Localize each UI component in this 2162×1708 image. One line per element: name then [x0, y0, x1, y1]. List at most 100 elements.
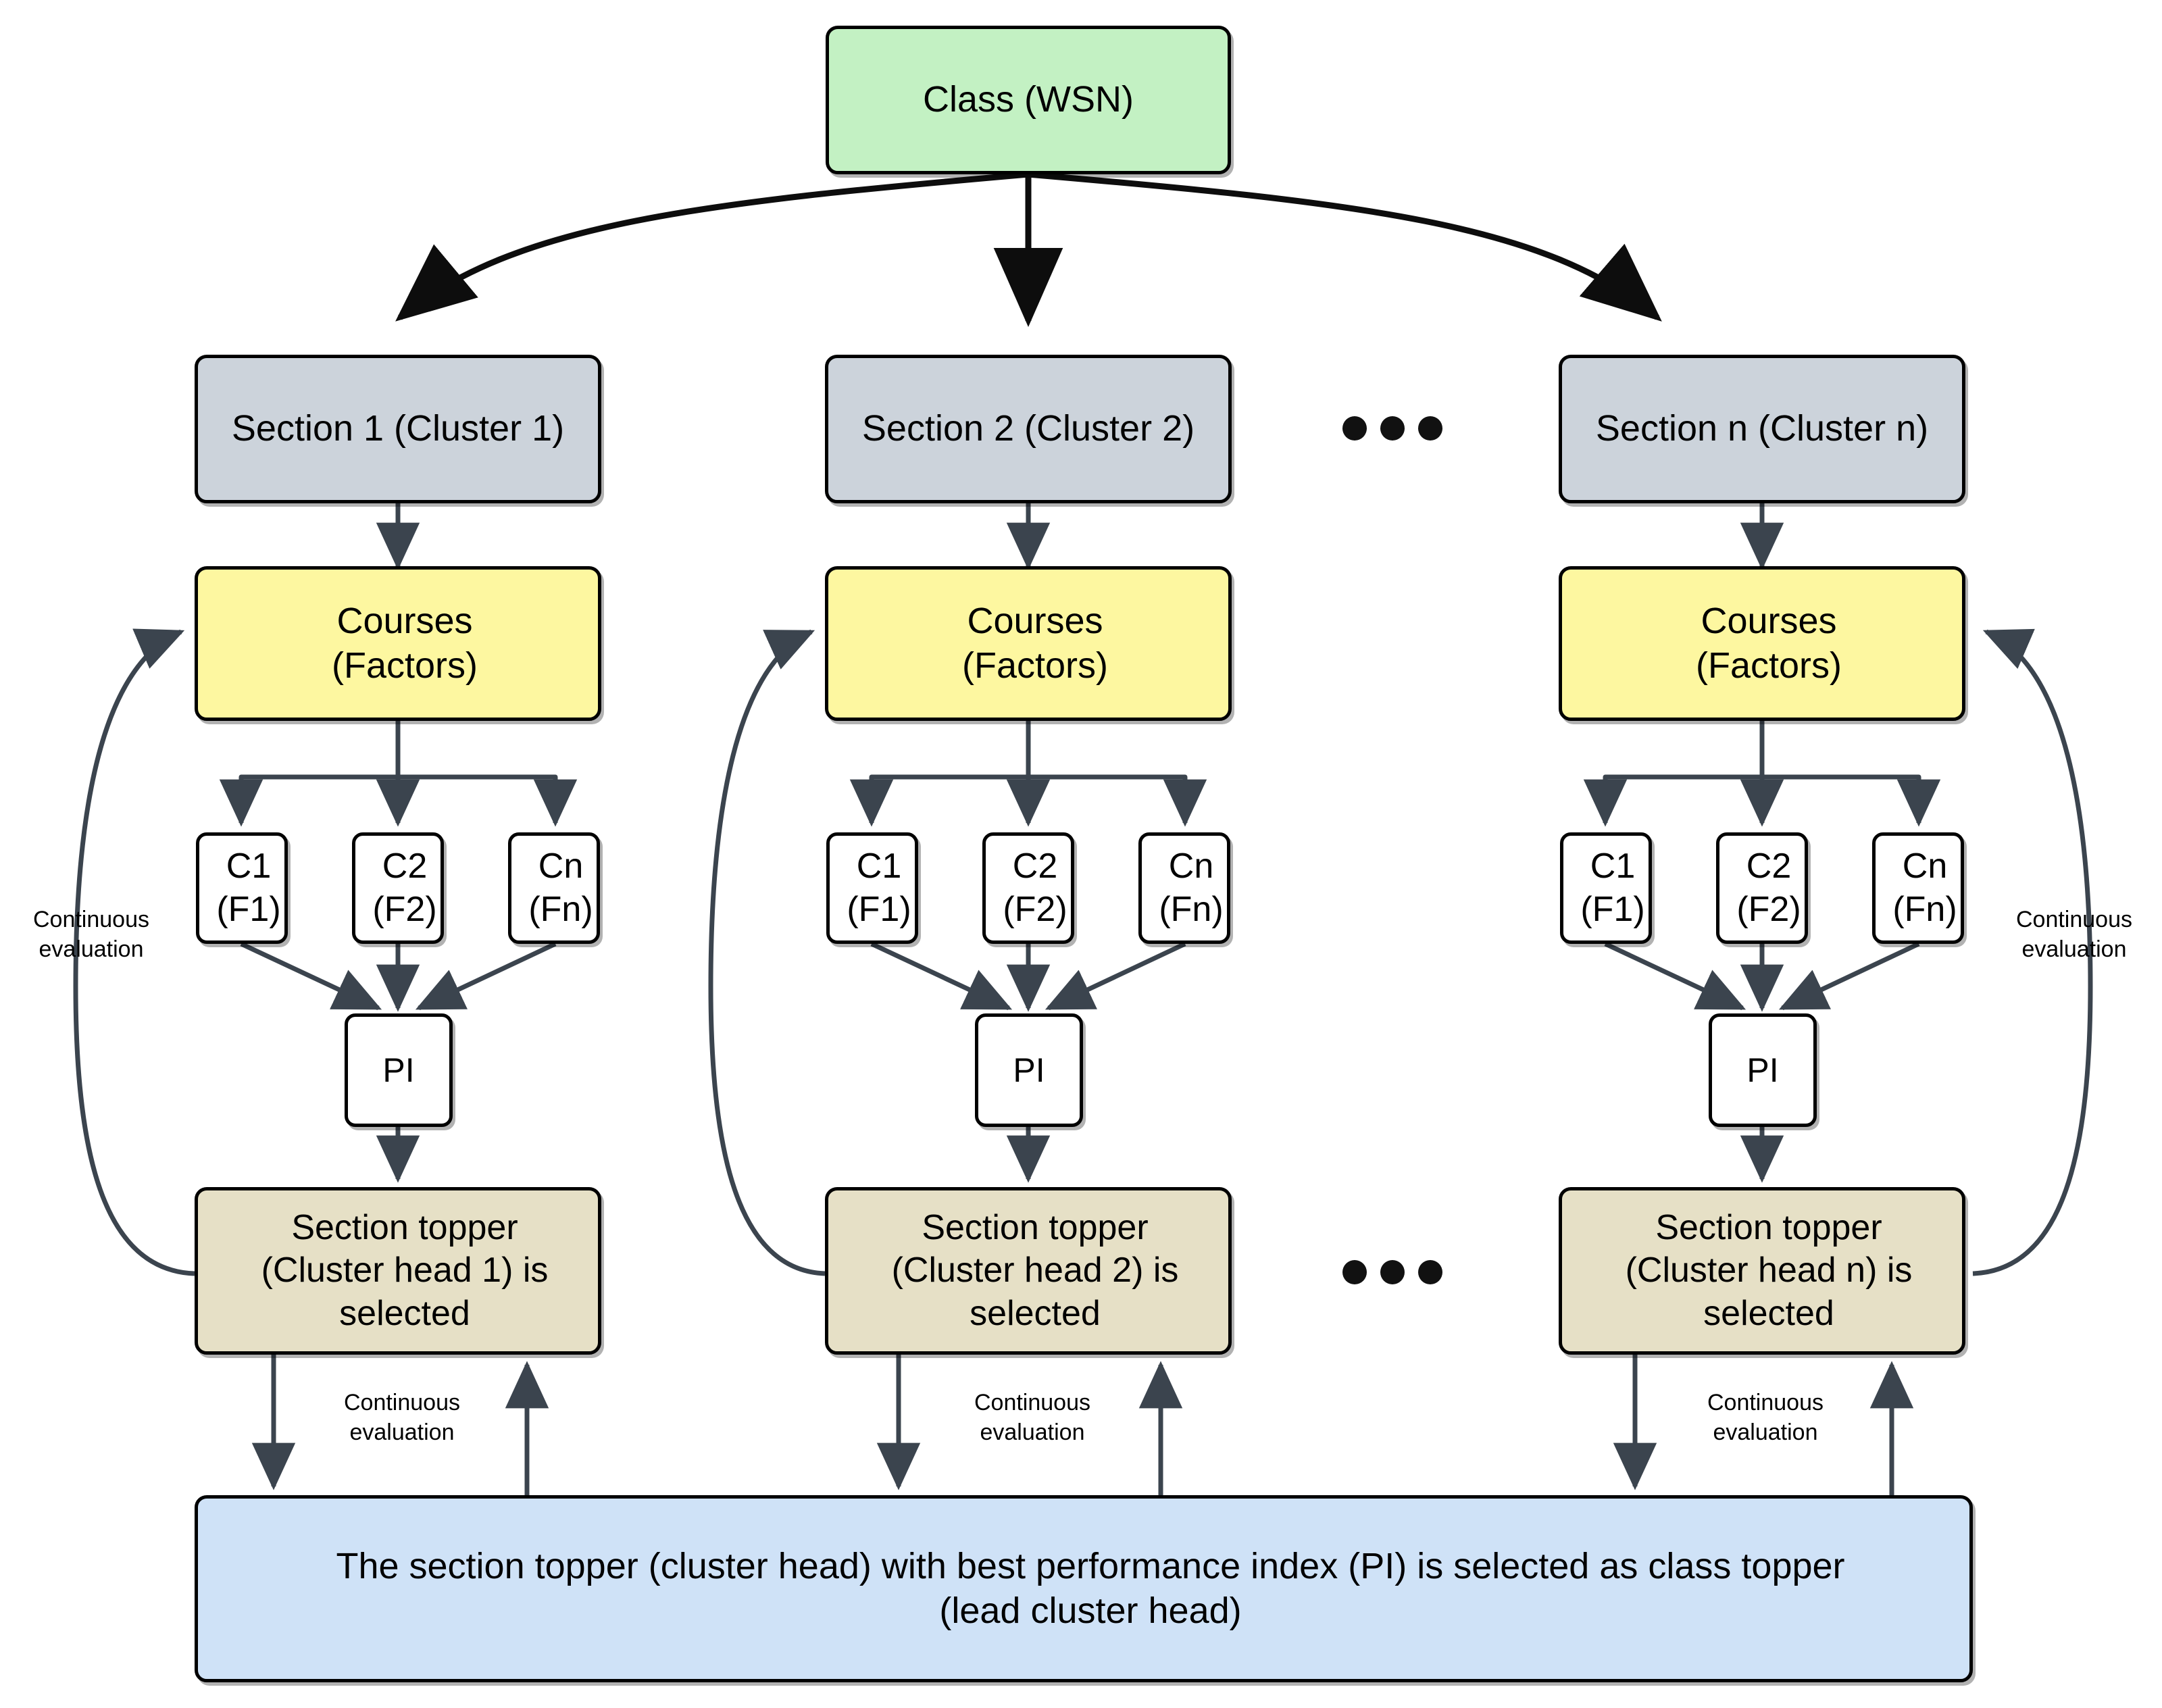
- node-pi-n[interactable]: PI: [1709, 1013, 1817, 1127]
- ellipsis-sections-icon: [1342, 416, 1442, 441]
- edges-column-1: [73, 503, 578, 1495]
- node-class-topper-summary-line1: The section topper (cluster head) with b…: [336, 1545, 1845, 1586]
- node-class-wsn[interactable]: Class (WSN): [826, 26, 1231, 174]
- label-continuous-evaluation-bottom-1: Continuous evaluation: [307, 1388, 497, 1447]
- node-section-topper-2[interactable]: Section topper (Cluster head 2) is selec…: [825, 1187, 1232, 1355]
- label-continuous-evaluation-bottom-2-line1: Continuous: [974, 1390, 1090, 1415]
- label-continuous-evaluation-bottom-n-line1: Continuous: [1707, 1390, 1824, 1415]
- node-courses-2-label: Courses (Factors): [828, 599, 1228, 688]
- node-factor-2-c1-line1: C1: [856, 847, 902, 886]
- label-continuous-evaluation-bottom-n: Continuous evaluation: [1671, 1388, 1860, 1447]
- node-section-topper-1-line3: selected: [339, 1293, 470, 1333]
- node-section-topper-1-line1: Section topper: [291, 1207, 518, 1247]
- node-section-topper-n-label: Section topper (Cluster head n) is selec…: [1562, 1207, 1962, 1335]
- node-factor-2-cn[interactable]: Cn (Fn): [1138, 832, 1230, 944]
- node-class-topper-summary-label: The section topper (cluster head) with b…: [198, 1544, 1969, 1634]
- node-factor-2-cn-line1: Cn: [1168, 847, 1214, 886]
- ellipsis-toppers-icon: [1342, 1260, 1442, 1284]
- node-pi-2[interactable]: PI: [975, 1013, 1083, 1127]
- node-factor-1-c1-line2: (F1): [216, 889, 281, 929]
- node-courses-1[interactable]: Courses (Factors): [195, 566, 601, 721]
- node-courses-2[interactable]: Courses (Factors): [825, 566, 1232, 721]
- node-factor-n-c2[interactable]: C2 (F2): [1716, 832, 1808, 944]
- node-factor-2-cn-line2: (Fn): [1159, 889, 1224, 929]
- node-section-topper-2-line2: (Cluster head 2) is: [891, 1251, 1179, 1290]
- node-factor-2-c1-line2: (F1): [847, 889, 911, 929]
- node-section-2-label: Section 2 (Cluster 2): [861, 408, 1195, 449]
- ellipsis-dot: [1342, 1260, 1367, 1284]
- ellipsis-dot: [1380, 416, 1405, 441]
- ellipsis-dot: [1418, 416, 1442, 441]
- node-factor-2-c2-label: C2 (F2): [982, 845, 1074, 931]
- node-courses-1-line2: (Factors): [332, 645, 478, 686]
- node-factor-2-c2-line2: (F2): [1003, 889, 1067, 929]
- edges-column-3: [1583, 503, 2093, 1495]
- node-courses-1-label: Courses (Factors): [198, 599, 598, 688]
- node-section-1-label: Section 1 (Cluster 1): [231, 408, 565, 449]
- node-section-topper-1-line2: (Cluster head 1) is: [261, 1251, 549, 1290]
- node-section-topper-n[interactable]: Section topper (Cluster head n) is selec…: [1559, 1187, 1965, 1355]
- node-factor-1-cn-line2: (Fn): [528, 889, 593, 929]
- node-courses-n-label: Courses (Factors): [1562, 599, 1962, 688]
- ellipsis-dot: [1380, 1260, 1405, 1284]
- node-section-topper-1-label: Section topper (Cluster head 1) is selec…: [198, 1207, 598, 1335]
- node-pi-1[interactable]: PI: [345, 1013, 453, 1127]
- ellipsis-dot: [1418, 1260, 1442, 1284]
- node-section-n-label: Section n (Cluster n): [1595, 408, 1929, 449]
- node-section-1[interactable]: Section 1 (Cluster 1): [195, 355, 601, 503]
- node-pi-2-label: PI: [1013, 1051, 1045, 1089]
- node-factor-1-c1-line1: C1: [226, 847, 272, 886]
- node-factor-n-c1[interactable]: C1 (F1): [1560, 832, 1652, 944]
- node-section-2[interactable]: Section 2 (Cluster 2): [825, 355, 1232, 503]
- node-class-topper-summary[interactable]: The section topper (cluster head) with b…: [195, 1495, 1973, 1682]
- node-section-topper-n-line3: selected: [1703, 1293, 1834, 1333]
- label-continuous-evaluation-right: Continuous evaluation: [1993, 905, 2155, 964]
- node-factor-2-c1-label: C1 (F1): [826, 845, 917, 931]
- node-factor-2-cn-label: Cn (Fn): [1138, 845, 1230, 931]
- node-factor-n-c2-line2: (F2): [1736, 889, 1801, 929]
- label-continuous-evaluation-left-line1: Continuous: [32, 907, 149, 932]
- node-factor-n-cn-line1: Cn: [1902, 847, 1948, 886]
- node-courses-n-line1: Courses: [1701, 600, 1837, 641]
- node-pi-1-label: PI: [382, 1051, 415, 1089]
- label-continuous-evaluation-right-line2: evaluation: [2021, 936, 2127, 962]
- ellipsis-dot: [1342, 416, 1367, 441]
- node-section-topper-2-label: Section topper (Cluster head 2) is selec…: [828, 1207, 1228, 1335]
- node-factor-1-cn[interactable]: Cn (Fn): [508, 832, 600, 944]
- label-continuous-evaluation-bottom-1-line1: Continuous: [343, 1390, 460, 1415]
- node-courses-1-line1: Courses: [336, 600, 473, 641]
- node-factor-1-c2[interactable]: C2 (F2): [352, 832, 444, 944]
- node-factor-n-c1-label: C1 (F1): [1560, 845, 1651, 931]
- node-courses-n-line2: (Factors): [1696, 645, 1842, 686]
- node-factor-1-c1[interactable]: C1 (F1): [196, 832, 288, 944]
- label-continuous-evaluation-bottom-2: Continuous evaluation: [938, 1388, 1127, 1447]
- node-factor-1-c2-line1: C2: [382, 847, 428, 886]
- node-class-wsn-label: Class (WSN): [923, 79, 1134, 120]
- node-courses-2-line1: Courses: [967, 600, 1103, 641]
- node-section-topper-2-line1: Section topper: [922, 1207, 1149, 1247]
- label-continuous-evaluation-bottom-2-line2: evaluation: [980, 1419, 1085, 1445]
- node-factor-n-cn[interactable]: Cn (Fn): [1872, 832, 1964, 944]
- label-continuous-evaluation-bottom-1-line2: evaluation: [349, 1419, 455, 1445]
- node-section-n[interactable]: Section n (Cluster n): [1559, 355, 1965, 503]
- node-section-topper-1[interactable]: Section topper (Cluster head 1) is selec…: [195, 1187, 601, 1355]
- node-factor-2-c2-line1: C2: [1012, 847, 1058, 886]
- node-factor-1-cn-label: Cn (Fn): [508, 845, 599, 931]
- node-factor-2-c2[interactable]: C2 (F2): [982, 832, 1074, 944]
- node-courses-n[interactable]: Courses (Factors): [1559, 566, 1965, 721]
- node-class-topper-summary-line2: (lead cluster head): [939, 1590, 1242, 1631]
- node-section-topper-2-line3: selected: [970, 1293, 1101, 1333]
- edges-column-2: [708, 503, 1207, 1495]
- node-factor-n-cn-label: Cn (Fn): [1872, 845, 1963, 931]
- node-factor-2-c1[interactable]: C1 (F1): [826, 832, 918, 944]
- node-factor-n-c2-line1: C2: [1746, 847, 1792, 886]
- node-section-topper-n-line2: (Cluster head n) is: [1625, 1251, 1913, 1290]
- node-courses-2-line2: (Factors): [962, 645, 1108, 686]
- node-factor-1-c2-label: C2 (F2): [352, 845, 443, 931]
- node-factor-n-c1-line2: (F1): [1580, 889, 1645, 929]
- label-continuous-evaluation-bottom-n-line2: evaluation: [1713, 1419, 1818, 1445]
- node-section-topper-n-line1: Section topper: [1655, 1207, 1882, 1247]
- edge-class-to-sections: [395, 171, 1662, 327]
